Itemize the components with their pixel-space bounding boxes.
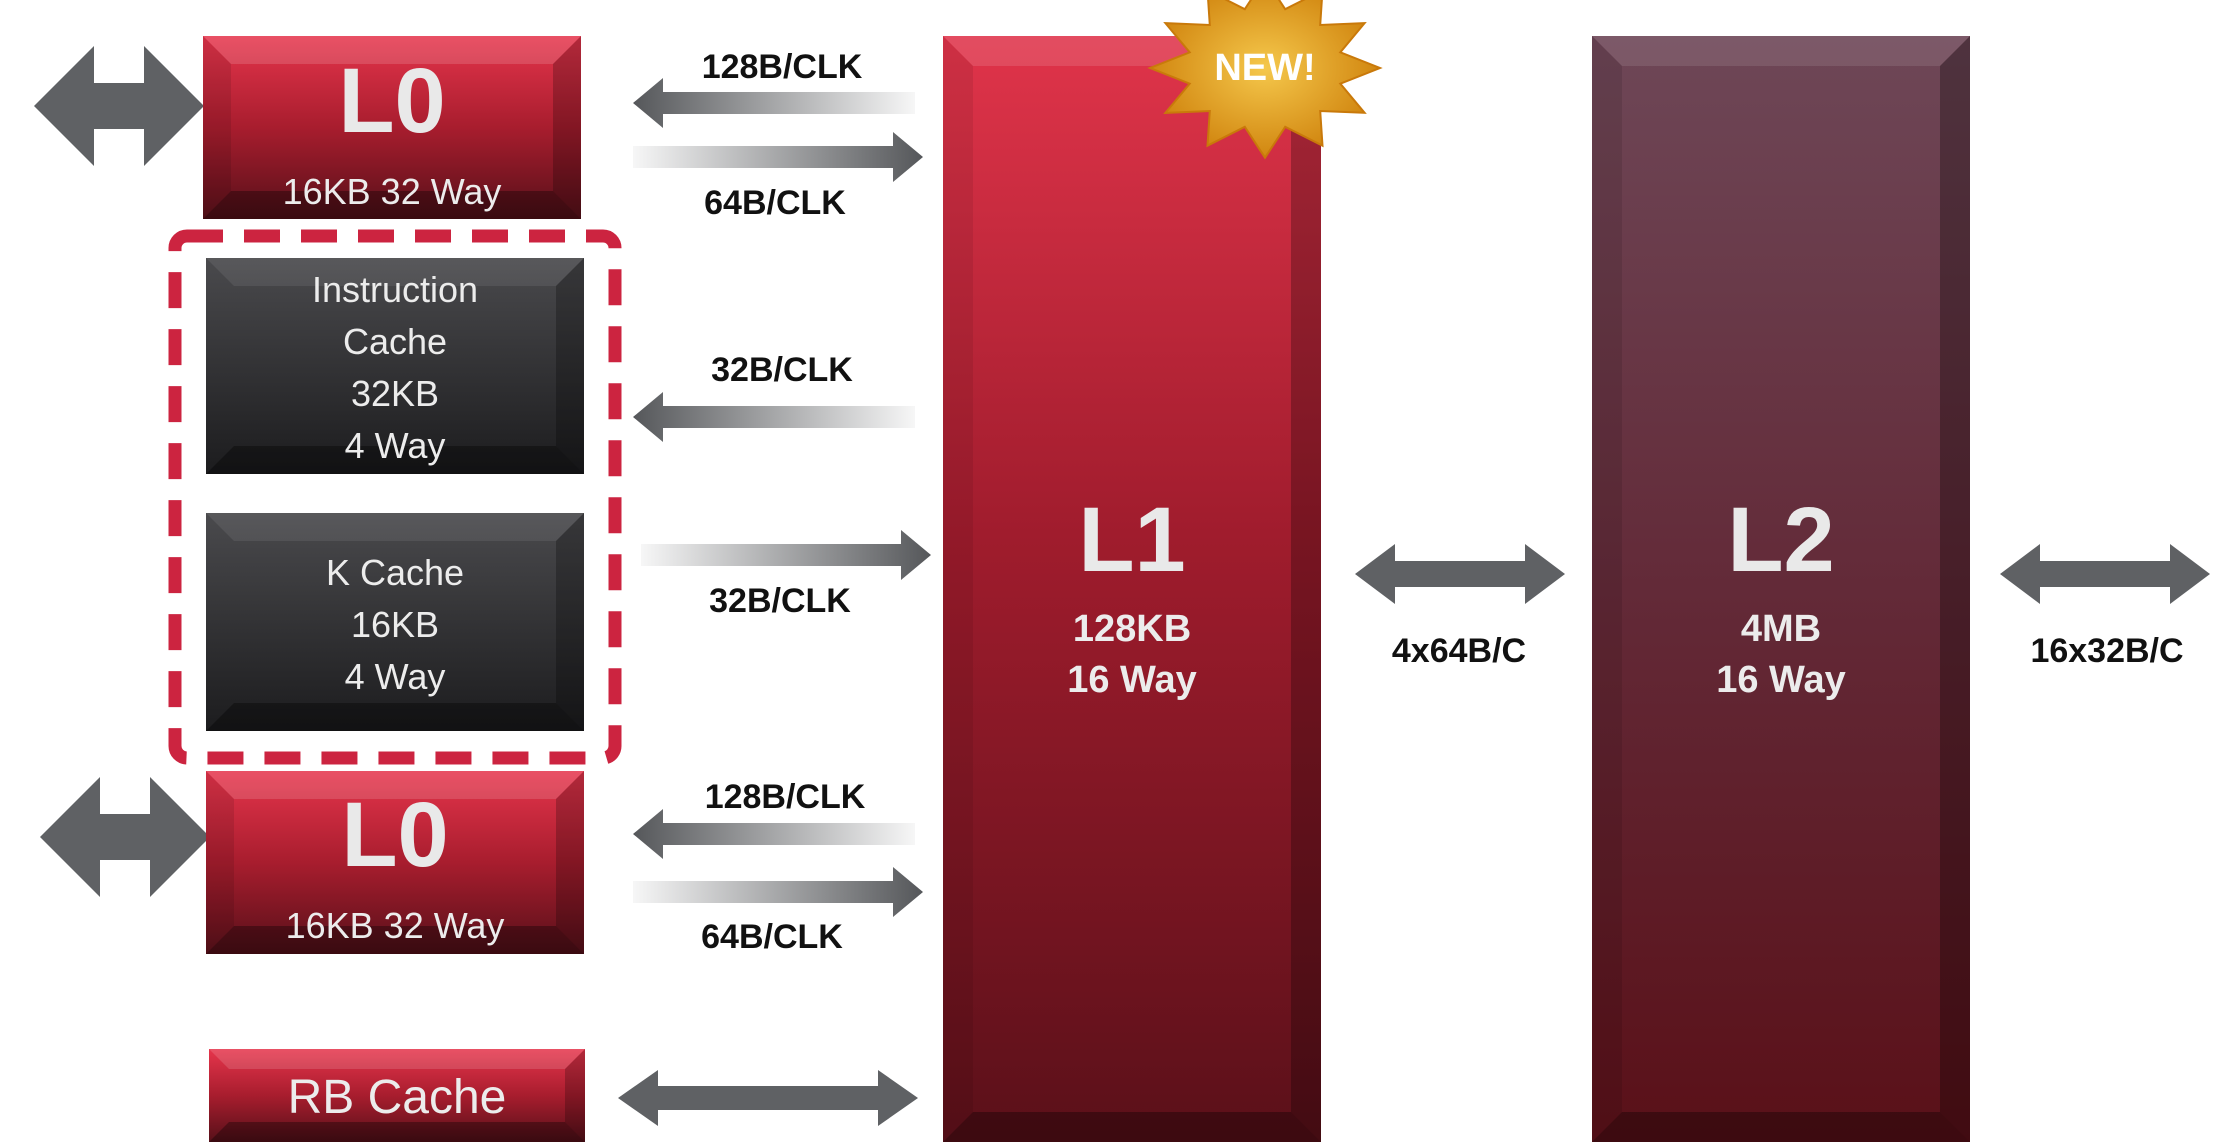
l0-bottom-subtitle: 16KB 32 Way [286, 905, 505, 946]
kcache-write-bandwidth-label: 32B/CLK [709, 582, 851, 620]
icache-link: 32B/CLK [633, 351, 915, 442]
l1-size: 128KB [1073, 608, 1191, 650]
k-cache-line1: K Cache [326, 552, 464, 593]
double-arrow-icon [2000, 544, 2210, 604]
l0-top-write-bandwidth-label: 64B/CLK [704, 184, 846, 222]
l0-top-read-bandwidth-label: 128B/CLK [702, 48, 863, 86]
l2-title: L2 [1727, 489, 1834, 591]
l1-block: L1 128KB 16 Way [943, 36, 1321, 1142]
double-arrow-icon [1355, 544, 1565, 604]
k-cache-block: K Cache 16KB 4 Way [206, 513, 584, 731]
arrow-left-icon [633, 78, 915, 128]
instruction-cache-line1: Instruction [312, 269, 478, 310]
l0-top-title: L0 [338, 50, 445, 152]
l0-top-subtitle: 16KB 32 Way [283, 171, 502, 212]
arrow-left-icon [633, 392, 915, 442]
instruction-cache-line2: Cache [343, 321, 447, 362]
fetch-group-dashed-border [168, 229, 622, 765]
double-arrow-icon [40, 777, 210, 897]
l0-bottom-title: L0 [341, 784, 448, 886]
l0-bottom-links: 128B/CLK 64B/CLK [633, 778, 923, 956]
rb-cache-block: RB Cache [209, 1049, 585, 1142]
arrow-right-icon [641, 530, 931, 580]
starburst-icon [1147, 0, 1383, 160]
l1-title: L1 [1078, 489, 1185, 591]
l2-block: L2 4MB 16 Way [1592, 36, 1970, 1142]
l0-bottom-block: L0 16KB 32 Way [206, 771, 584, 954]
icache-read-bandwidth-label: 32B/CLK [711, 351, 853, 389]
l2-ways: 16 Way [1716, 659, 1846, 701]
l0-bottom-read-bandwidth-label: 128B/CLK [705, 778, 866, 816]
k-cache-line3: 4 Way [345, 656, 446, 697]
double-arrow-icon [618, 1070, 918, 1126]
new-badge-label: NEW! [1214, 47, 1315, 89]
l2-size: 4MB [1741, 608, 1821, 650]
arrow-right-icon [633, 867, 923, 917]
new-badge: NEW! [1147, 0, 1383, 160]
l0-top-external-double-arrow [34, 46, 204, 166]
arrow-left-icon [633, 809, 915, 859]
l1-l2-bandwidth-label: 4x64B/C [1392, 632, 1526, 670]
l0-top-links: 128B/CLK 64B/CLK [633, 48, 923, 222]
l1-l2-link: 4x64B/C [1355, 544, 1565, 670]
rb-cache-link [618, 1070, 918, 1126]
k-cache-line2: 16KB [351, 604, 439, 645]
double-arrow-icon [34, 46, 204, 166]
rb-cache-title: RB Cache [288, 1071, 507, 1124]
instruction-cache-block: Instruction Cache 32KB 4 Way [206, 258, 584, 474]
instruction-cache-line4: 4 Way [345, 425, 446, 466]
l1-ways: 16 Way [1067, 659, 1197, 701]
l0-bottom-write-bandwidth-label: 64B/CLK [701, 918, 843, 956]
arrow-right-icon [633, 132, 923, 182]
instruction-cache-line3: 32KB [351, 373, 439, 414]
l2-out-bandwidth-label: 16x32B/C [2030, 632, 2183, 670]
l2-out-link: 16x32B/C [2000, 544, 2210, 670]
kcache-link: 32B/CLK [641, 530, 931, 620]
l0-top-block: L0 16KB 32 Way [203, 36, 581, 219]
l0-bottom-external-double-arrow [40, 777, 210, 897]
